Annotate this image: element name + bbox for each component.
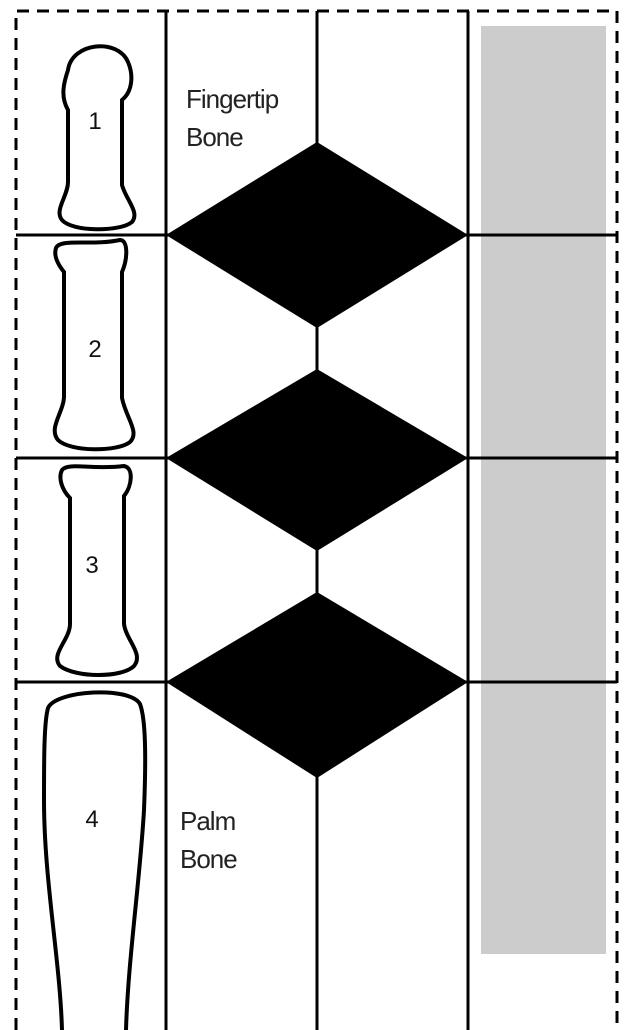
bone-1-shape [60,46,135,229]
joint-diamond-3 [166,592,468,778]
side-panel [481,26,606,954]
fingertip-label-line1: Fingertip [186,80,278,118]
bone-1-number: 1 [75,108,115,136]
joint-diamond-2 [166,369,468,551]
bone-2-number: 2 [75,336,115,364]
palm-label-line1: Palm [180,802,237,840]
bone-4-shape [44,692,145,1030]
joint-diamond-1 [166,142,468,328]
fingertip-label: Fingertip Bone [186,80,278,156]
palm-label: Palm Bone [180,802,237,878]
palm-label-line2: Bone [180,840,237,878]
bone-4-number: 4 [72,806,112,834]
bone-3-number: 3 [72,552,112,580]
fingertip-label-line2: Bone [186,118,278,156]
